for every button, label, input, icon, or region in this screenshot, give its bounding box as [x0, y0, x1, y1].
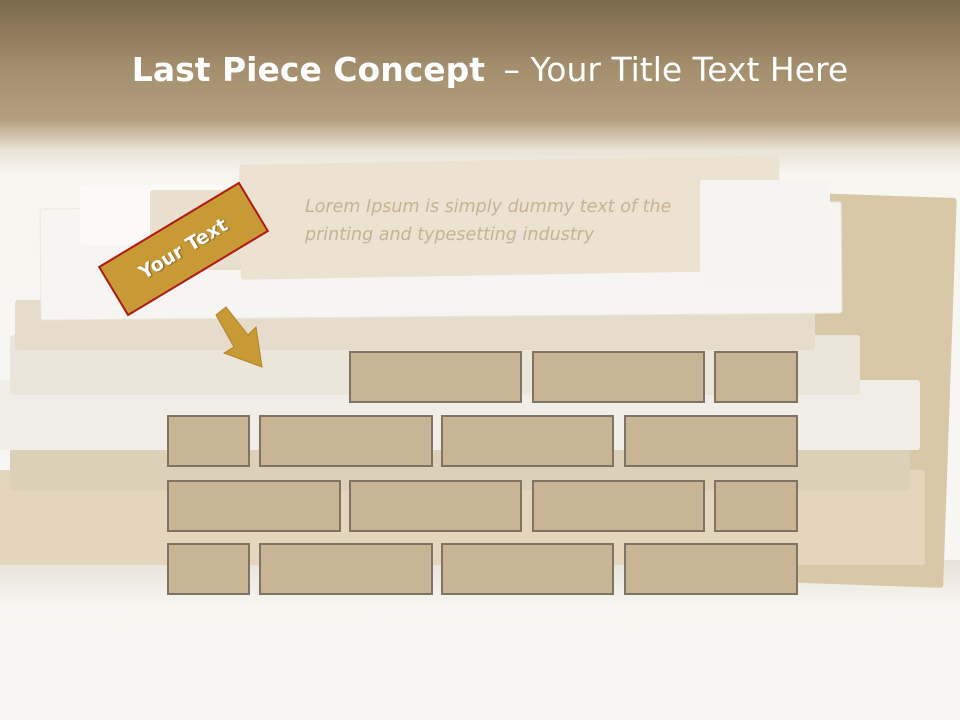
- brick[interactable]: [259, 415, 433, 467]
- arrow-down-right-icon: [215, 306, 263, 368]
- slide-title: Last Piece Concept – Your Title Text Her…: [0, 50, 960, 89]
- slide-title-rest: – Your Title Text Here: [503, 50, 849, 89]
- brick[interactable]: [532, 351, 705, 403]
- brick[interactable]: [624, 415, 798, 467]
- brick[interactable]: [167, 543, 250, 595]
- body-text-line-2: printing and typesetting industry: [305, 225, 595, 245]
- paper-white-right: [700, 180, 830, 290]
- brick[interactable]: [167, 415, 250, 467]
- brick[interactable]: [441, 415, 614, 467]
- brick[interactable]: [259, 543, 433, 595]
- body-text-line-1: Lorem Ipsum is simply dummy text of the: [305, 197, 672, 217]
- brick[interactable]: [714, 351, 798, 403]
- brick[interactable]: [441, 543, 614, 595]
- brick[interactable]: [349, 480, 522, 532]
- brick[interactable]: [167, 480, 341, 532]
- brick[interactable]: [624, 543, 798, 595]
- body-text: Lorem Ipsum is simply dummy text of the …: [305, 193, 725, 249]
- brick[interactable]: [349, 351, 522, 403]
- brick[interactable]: [532, 480, 705, 532]
- slide-title-bold: Last Piece Concept: [131, 50, 486, 89]
- brick[interactable]: [714, 480, 798, 532]
